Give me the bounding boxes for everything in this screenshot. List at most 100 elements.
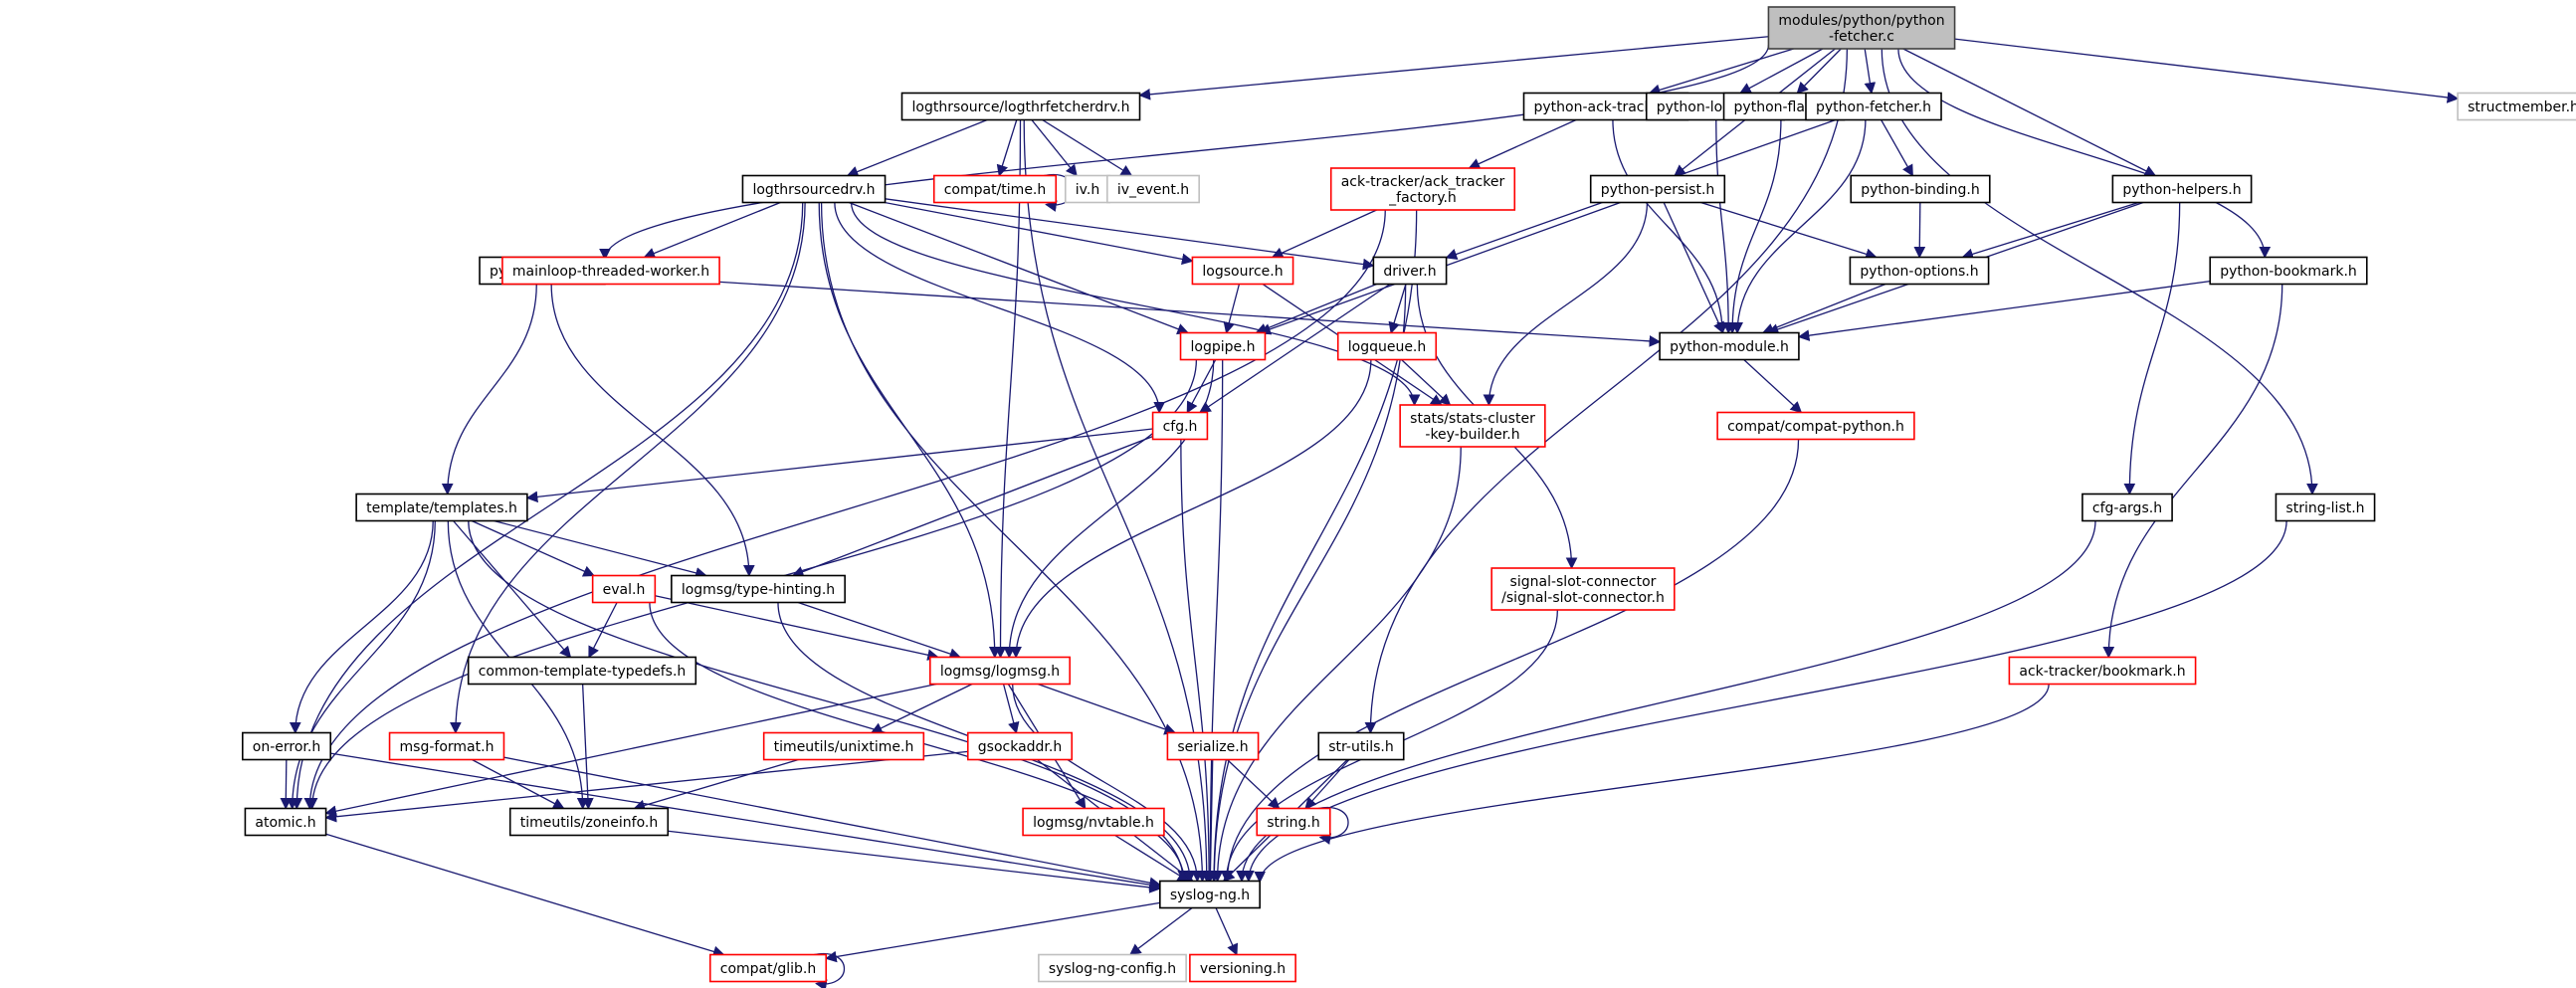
edge-line (1204, 359, 1224, 883)
node-ack-tracker-bookmark[interactable]: ack-tracker/bookmark.h (2008, 656, 2197, 686)
edge-unixtime-to-zoneinfo (633, 758, 799, 812)
node-string-list[interactable]: string-list.h (2275, 493, 2376, 522)
node-label: string-list.h (2285, 500, 2364, 516)
node-logthrsourcedrv[interactable]: logthrsourcedrv.h (741, 174, 887, 204)
edge-line (1663, 202, 1724, 334)
node-label: cfg.h (1163, 419, 1198, 435)
node-box (1038, 953, 1187, 983)
edge-msg-format-to-zoneinfo (472, 758, 565, 810)
node-on-error[interactable]: on-error.h (241, 731, 332, 761)
edge-logmsg-to-gsockaddr (1002, 684, 1020, 734)
node-nvtable[interactable]: logmsg/nvtable.h (1022, 807, 1165, 837)
node-box (508, 807, 670, 837)
node-unixtime[interactable]: timeutils/unixtime.h (762, 731, 925, 761)
node-common-template-typedefs[interactable]: common-template-typedefs.h (467, 656, 697, 686)
edge-ack_tracker_factory-to-syslog-ng (1208, 209, 1418, 883)
edge-templates-to-type-hinting (494, 519, 707, 579)
node-gsockaddr[interactable]: gsockaddr.h (966, 731, 1074, 761)
node-atomic[interactable]: atomic.h (244, 807, 327, 837)
edge-stats-cluster-key-builder-to-syslog-ng (1211, 446, 1462, 883)
node-compat-python[interactable]: compat/compat-python.h (1716, 411, 1915, 441)
node-python-options[interactable]: python-options.h (1849, 256, 1990, 286)
node-zoneinfo[interactable]: timeutils/zoneinfo.h (508, 807, 670, 837)
node-python-persist[interactable]: python-persist.h (1589, 174, 1726, 204)
edge-line (1612, 119, 1728, 334)
node-root[interactable]: modules/python/python-fetcher.c (1767, 6, 1956, 50)
edge-logthrfetcherdrv-to-compat-time (996, 119, 1018, 177)
edge-line (1731, 119, 1867, 334)
node-templates[interactable]: template/templates.h (355, 493, 528, 522)
node-box (1372, 256, 1448, 286)
node-label: stats/stats-cluster (1410, 411, 1535, 427)
node-eval[interactable]: eval.h (591, 574, 657, 604)
node-label: gsockaddr.h (978, 739, 1062, 755)
node-box (1189, 953, 1296, 983)
node-stats-cluster-key-builder[interactable]: stats/stats-cluster-key-builder.h (1399, 404, 1546, 448)
edge-line (885, 198, 1375, 271)
node-type-hinting[interactable]: logmsg/type-hinting.h (671, 574, 846, 604)
node-box (762, 731, 925, 761)
node-python-helpers[interactable]: python-helpers.h (2111, 174, 2253, 204)
edge-python-logmsg-to-python-module (1715, 119, 1735, 334)
node-python-module[interactable]: python-module.h (1659, 331, 1800, 361)
edge-logsource-to-logpipe (1223, 284, 1241, 334)
node-string[interactable]: string.h (1256, 807, 1331, 837)
node-label: common-template-typedefs.h (479, 664, 687, 680)
edge-root-to-str-utils (1364, 48, 1849, 734)
node-label: str-utils.h (1328, 739, 1393, 755)
edge-python-persist-to-python-module (1663, 202, 1724, 334)
node-label: signal-slot-connector (1510, 574, 1657, 590)
node-mainloop-threaded-worker[interactable]: mainloop-threaded-worker.h (501, 256, 720, 286)
node-iv: iv.h (1064, 174, 1111, 204)
edge-line (494, 519, 707, 579)
edge-line (1208, 209, 1418, 883)
edge-line (441, 284, 537, 495)
node-compat-glib[interactable]: compat/glib.h (708, 953, 828, 983)
edge-line (1221, 439, 1800, 883)
node-box (966, 731, 1074, 761)
edge-line (2102, 284, 2283, 659)
node-signal-slot-connector[interactable]: signal-slot-connector/signal-slot-connec… (1490, 567, 1676, 611)
node-syslog-ng[interactable]: syslog-ng.h (1159, 880, 1261, 909)
edge-line (291, 202, 804, 810)
node-logsource[interactable]: logsource.h (1191, 256, 1294, 286)
node-logqueue[interactable]: logqueue.h (1336, 331, 1438, 361)
node-cfg[interactable]: cfg.h (1151, 411, 1209, 441)
edge-line (1897, 48, 2272, 259)
node-serialize[interactable]: serialize.h (1166, 731, 1260, 761)
edge-line (1223, 284, 1241, 334)
node-label: python-options.h (1860, 264, 1978, 280)
node-logthrfetcherdrv[interactable]: logthrsource/logthrfetcherdrv.h (900, 92, 1141, 121)
edge-logpipe-to-logmsg (1003, 359, 1215, 659)
edge-line (1204, 759, 1217, 883)
edge-logthrfetcherdrv-to-logthrsourcedrv (846, 118, 988, 178)
node-driver[interactable]: driver.h (1372, 256, 1448, 286)
node-box (1151, 411, 1209, 441)
edge-root-to-string-list (1881, 48, 2318, 495)
node-str-utils[interactable]: str-utils.h (1317, 731, 1405, 761)
node-python-bookmark[interactable]: python-bookmark.h (2209, 256, 2368, 286)
edge-ack-tracker-bookmark-to-syslog-ng (1254, 684, 2050, 884)
node-ack_tracker_factory[interactable]: ack-tracker/ack_tracker_factory.h (1329, 167, 1516, 211)
edge-root-to-logthrfetcherdrv (1138, 36, 1769, 100)
edge-logthrfetcherdrv-to-iv_event (1042, 118, 1133, 177)
edge-line (1254, 684, 2050, 884)
node-msg-format[interactable]: msg-format.h (388, 731, 505, 761)
node-box (1179, 331, 1267, 361)
edge-line (825, 901, 1160, 963)
node-box (2081, 493, 2173, 522)
node-logmsg[interactable]: logmsg/logmsg.h (929, 656, 1071, 686)
node-syslog-ng-config: syslog-ng-config.h (1038, 953, 1187, 983)
edge-line (1648, 48, 1794, 96)
edge-line (994, 119, 1022, 659)
node-compat-time[interactable]: compat/time.h (932, 174, 1058, 204)
node-cfg-args[interactable]: cfg-args.h (2081, 493, 2173, 522)
node-python-fetcher[interactable]: python-fetcher.h (1805, 92, 1942, 121)
node-label: logthrsource/logthrfetcherdrv.h (911, 99, 1129, 115)
node-versioning[interactable]: versioning.h (1189, 953, 1296, 983)
node-logpipe[interactable]: logpipe.h (1179, 331, 1267, 361)
edge-line (846, 118, 988, 178)
edge-line (1186, 359, 1217, 414)
edge-logmsg-to-unixtime (870, 683, 973, 734)
node-python-binding[interactable]: python-binding.h (1850, 174, 1991, 204)
